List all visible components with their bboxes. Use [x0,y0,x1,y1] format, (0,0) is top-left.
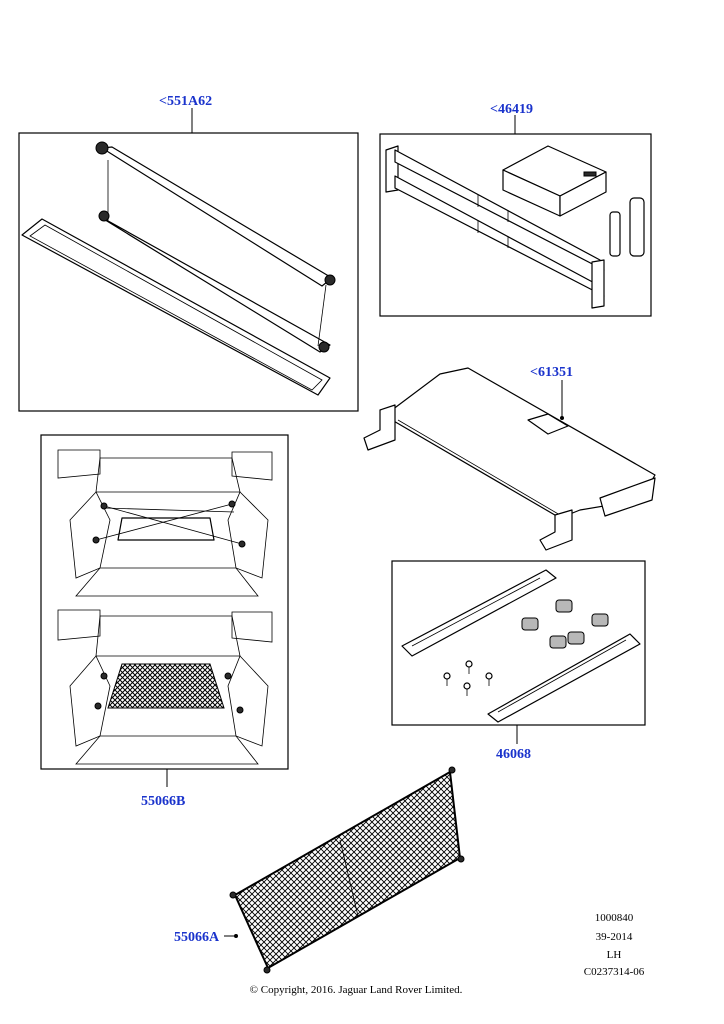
bolts-illustration [443,660,493,696]
storage-box-illustration [502,145,607,217]
load-cover-panel: <551A62 [18,94,359,412]
callout-46068[interactable]: 46068 [496,747,531,762]
partition-bar-illustration [385,145,605,309]
tonneau-cover-illustration [363,367,656,551]
tonneau-cover-group: <61351 [363,365,656,551]
callout-61351[interactable]: <61351 [530,365,573,380]
ref-line-2: 39-2014 [596,931,633,943]
ref-line-3: LH [607,949,622,961]
boot-view-upper-illustration [57,449,273,597]
floor-net [107,663,225,709]
floor-rails-panel: 46068 [391,560,646,762]
panel-frame [391,560,646,726]
leader-dot [560,416,564,420]
leader-dot [234,934,238,938]
callout-55066B[interactable]: 55066B [141,794,185,809]
luggage-net-views-panel: 55066B [40,434,289,809]
boot-view-lower-illustration [57,609,273,765]
callout-551A62[interactable]: <551A62 [159,94,212,109]
partition-kit-panel: <46419 [379,102,652,317]
roller-blind-illustration [95,141,336,353]
end-caps-illustration [609,197,645,257]
rail-upper-illustration [401,569,557,657]
panel-frame [18,132,359,412]
rail-lower-illustration [487,633,641,723]
fixing-blocks-illustration [521,599,609,649]
panel-frame [40,434,289,770]
callout-55066A[interactable]: 55066A [174,930,220,945]
luggage-net-group: 55066A [174,766,465,974]
callout-46419[interactable]: <46419 [490,102,533,117]
reference-block: 1000840 39-2014 LH C0237314-06 [584,912,645,978]
copyright-text: © Copyright, 2016. Jaguar Land Rover Lim… [250,984,463,996]
floor-mat-illustration [21,218,331,396]
ref-line-4: C0237314-06 [584,966,645,978]
ref-line-1: 1000840 [595,912,634,924]
